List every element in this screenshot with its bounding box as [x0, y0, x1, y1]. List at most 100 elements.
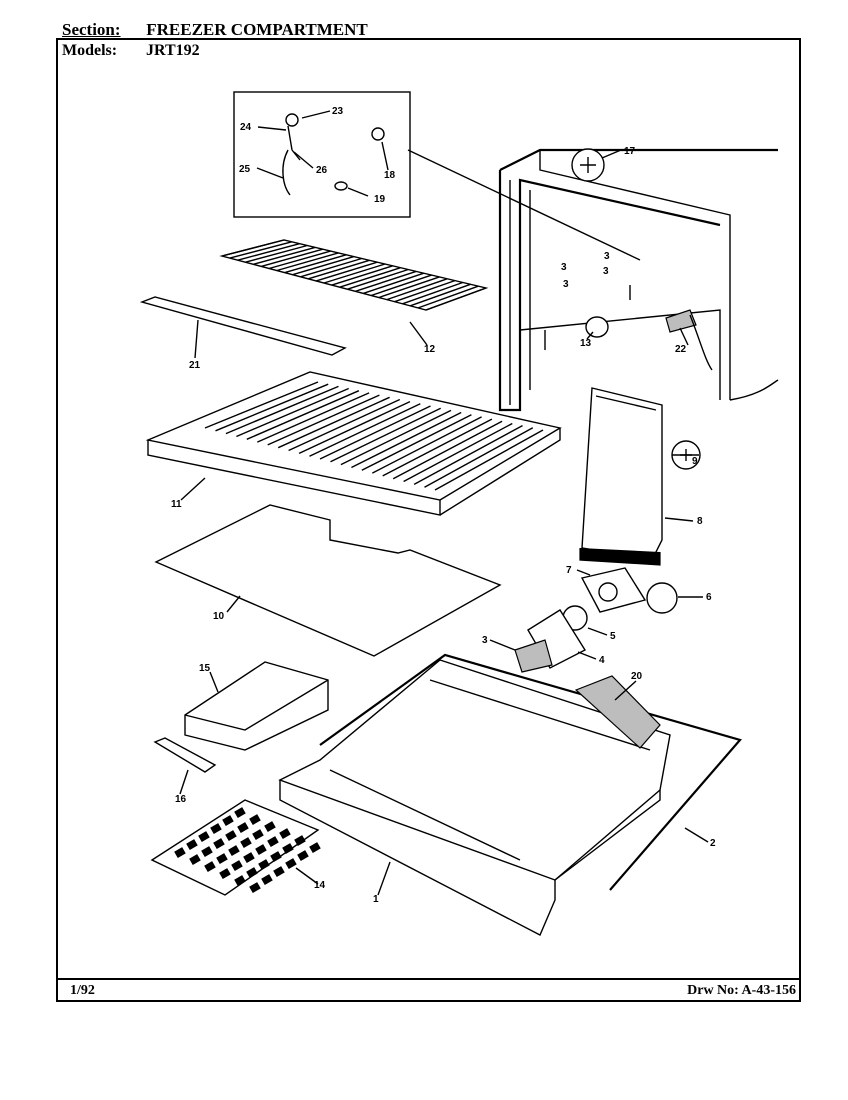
- grid-rod: [267, 394, 380, 446]
- inset-detail: [233, 91, 641, 261]
- callout-3-cabinet-c: 3: [563, 279, 569, 290]
- wire-rod: [410, 283, 471, 307]
- callout-14: 14: [314, 880, 326, 891]
- cabinet-torn-edge: [729, 379, 779, 401]
- callout-20: 20: [631, 671, 643, 682]
- ice-cell: [189, 854, 201, 866]
- ice-cell: [198, 831, 210, 843]
- ice-cell: [234, 807, 246, 819]
- ice-cell: [270, 851, 282, 863]
- shelf-grid-rods: [204, 381, 544, 491]
- ice-cell: [249, 814, 261, 826]
- callout-15: 15: [199, 663, 211, 674]
- cabinet-tab: [544, 285, 631, 350]
- grid-rod: [392, 420, 503, 480]
- grid-rod: [413, 424, 523, 486]
- ice-cell: [240, 837, 252, 849]
- cabinet-top-edge: [499, 148, 778, 171]
- evaporator-cover-base: [579, 548, 661, 566]
- grid-rod: [434, 429, 544, 491]
- wire-rod: [378, 276, 440, 299]
- callout-2: 2: [710, 838, 716, 849]
- wire-rod: [355, 270, 417, 292]
- callout-19: 19: [374, 194, 386, 205]
- wire-rod: [237, 243, 300, 261]
- callout-18: 18: [384, 170, 396, 181]
- ice-tray-cells: [174, 807, 321, 894]
- ice-cell: [255, 844, 267, 856]
- wire-rod: [331, 265, 394, 286]
- ice-cell: [261, 874, 273, 886]
- wire-rod: [386, 278, 448, 301]
- ice-cell: [258, 859, 270, 871]
- part-16-pan-slide: [153, 737, 217, 773]
- part-10-glass-panel: [154, 504, 502, 657]
- ice-cell: [225, 830, 237, 842]
- callout-24: 24: [240, 122, 252, 133]
- ice-cell: [213, 838, 225, 850]
- grid-rod: [277, 396, 390, 449]
- part-6-grommet-detail: [646, 582, 678, 614]
- part-18-cap: [371, 127, 385, 141]
- ice-cell: [174, 847, 186, 859]
- inset-box: [233, 91, 411, 218]
- part-19-washer: [334, 181, 348, 191]
- callout-8: 8: [697, 516, 703, 527]
- part-8-evaporator-cover: [579, 387, 701, 566]
- grid-rod: [382, 418, 493, 477]
- callout-22: 22: [675, 344, 687, 355]
- ice-cell: [264, 821, 276, 833]
- callout-10: 10: [213, 611, 225, 622]
- section-label: Section:: [62, 20, 121, 39]
- wire-rod: [339, 267, 401, 288]
- shelf-assembly-front: [147, 440, 441, 516]
- callout-3-cabinet-b: 3: [604, 251, 610, 262]
- wire-rod: [221, 239, 285, 257]
- wire-rod: [300, 257, 362, 278]
- wire-rod: [284, 254, 347, 274]
- section-header: Section: FREEZER COMPARTMENT: [62, 20, 368, 40]
- inset-leader-line: [407, 149, 641, 261]
- freezer-cabinet: [498, 148, 779, 412]
- ice-cell: [234, 875, 246, 887]
- cabinet-inner-wall: [509, 180, 531, 405]
- ice-cell: [216, 853, 228, 865]
- callout-5: 5: [610, 631, 616, 642]
- grid-rod: [288, 398, 401, 452]
- callout-3-cabinet-a: 3: [561, 262, 567, 273]
- grid-rod: [424, 427, 534, 488]
- callout-6: 6: [706, 592, 712, 603]
- wire-rod: [308, 259, 370, 280]
- wire-rod: [370, 274, 432, 297]
- callout-13: 13: [580, 338, 592, 349]
- part-24-stem: [287, 125, 301, 161]
- wire-rod: [245, 244, 308, 263]
- cabinet-top-panel: [539, 150, 731, 400]
- grid-rod: [246, 390, 360, 440]
- callout-9: 9: [692, 456, 698, 467]
- wire-rod: [425, 287, 487, 311]
- ice-cell: [219, 868, 231, 880]
- drawing-number: Drw No: A-43-156: [687, 983, 796, 998]
- grid-rod: [309, 403, 421, 457]
- ice-cell: [237, 822, 249, 834]
- grid-rod: [298, 400, 411, 455]
- callout-3-cabinet-d: 3: [603, 266, 609, 277]
- grid-rod: [257, 392, 370, 443]
- grid-rod: [340, 409, 452, 466]
- fan-assembly: [514, 567, 678, 673]
- footer-date: 1/92: [70, 983, 95, 998]
- wire-rod: [261, 248, 323, 268]
- callout-23: 23: [332, 106, 344, 117]
- ice-cell: [210, 823, 222, 835]
- wire-rod: [315, 261, 378, 282]
- part-20-duct: [574, 675, 661, 749]
- ice-cell: [243, 852, 255, 864]
- callout-17: 17: [624, 146, 636, 157]
- part-25-wire: [282, 149, 291, 196]
- storage-items: [150, 661, 329, 896]
- callout-25: 25: [239, 164, 251, 175]
- ice-cell: [297, 850, 309, 862]
- part-11-shelf-assembly: [145, 371, 562, 516]
